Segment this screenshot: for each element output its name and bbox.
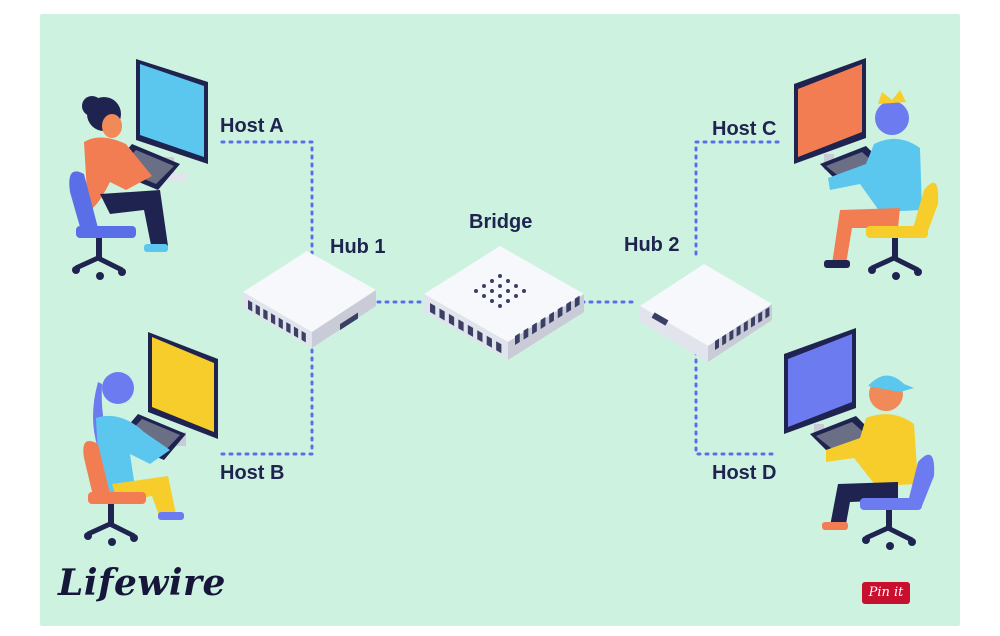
hub-1-device [243, 251, 376, 348]
label-hub-2: Hub 2 [624, 234, 680, 256]
host-a-workstation [69, 59, 208, 280]
network-diagram: Host A Host B Host C Host D Hub 1 Hub 2 … [40, 14, 960, 626]
connectors [220, 140, 780, 456]
host-c-workstation [794, 58, 939, 280]
host-d-workstation [784, 328, 935, 550]
label-host-d: Host D [712, 462, 777, 484]
bridge-led-grid [474, 274, 526, 308]
link-hub-1-host-b [220, 340, 314, 456]
hub-2-device [640, 264, 772, 362]
label-bridge: Bridge [469, 211, 533, 233]
host-b-workstation [83, 332, 218, 546]
label-host-c: Host C [712, 118, 777, 140]
diagram-canvas [69, 58, 939, 550]
link-hub-2-host-c [694, 140, 780, 256]
label-hub-1: Hub 1 [330, 236, 386, 258]
lifewire-logo: Lifewire [58, 562, 226, 604]
label-host-b: Host B [220, 462, 285, 484]
bridge-device [424, 246, 584, 360]
label-host-a: Host A [220, 115, 284, 137]
pin-it-button[interactable]: Pin it [862, 582, 910, 604]
link-host-a-hub-1 [220, 140, 314, 264]
